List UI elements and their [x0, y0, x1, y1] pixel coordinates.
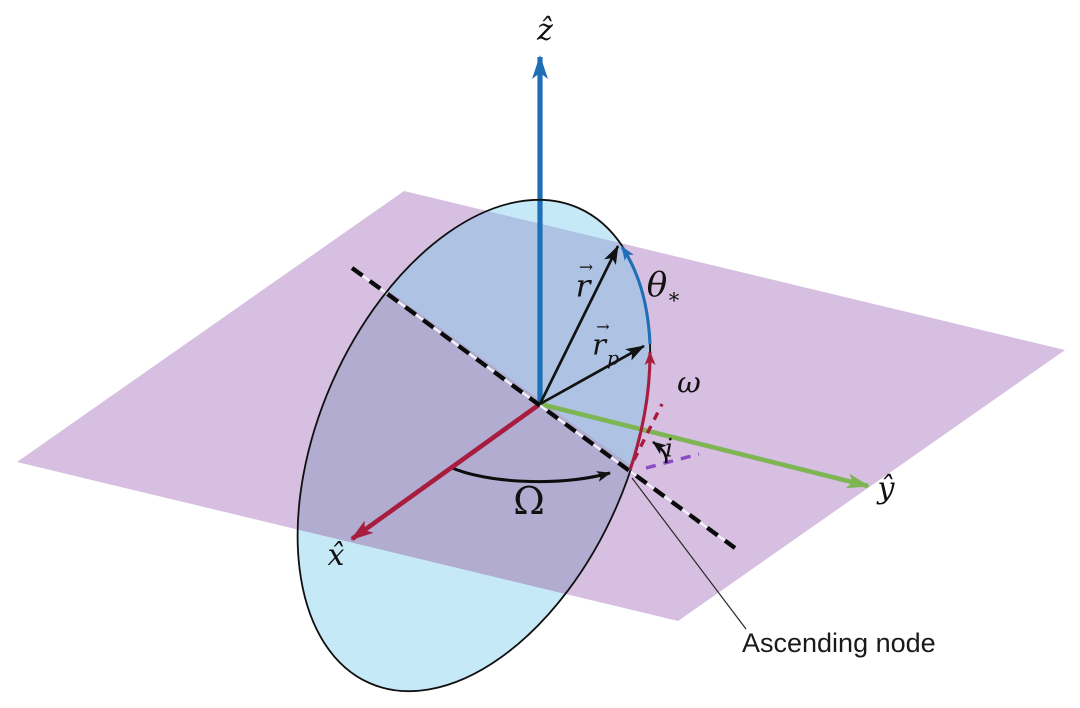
line-of-nodes-underlay [351, 267, 736, 549]
argument-of-periapsis-label: ω [677, 365, 701, 400]
r-vector-arrow [538, 245, 620, 405]
raan-label: Ω [513, 479, 545, 523]
ascending-node-label: Ascending node [742, 628, 936, 658]
inclination-orbit-dash [632, 403, 664, 461]
z-axis-label: ẑ [537, 13, 553, 48]
rp-vector-arrow [539, 344, 645, 406]
inclination-arc [652, 440, 668, 464]
raan-arc [449, 465, 611, 484]
r-vector-label: r [575, 268, 591, 305]
inclination-label: i [665, 433, 673, 463]
inclination-plane-dash [645, 452, 700, 470]
rp-vector-subscript: p [606, 347, 620, 370]
r-vector-overarrow: → [578, 257, 594, 278]
y-axis-arrow [539, 401, 870, 489]
orbit-ellipse-outline [296, 198, 652, 693]
x-axis-arrow [350, 402, 542, 541]
ascending-node-pointer-line [631, 477, 747, 630]
orbit-plane-fills [297, 199, 651, 692]
y-axis-label: ŷ [877, 471, 895, 506]
line-of-nodes [350, 266, 737, 550]
true-anomaly-subscript: ∗ [666, 284, 682, 309]
true-anomaly-arc [620, 246, 652, 345]
true-anomaly-label: θ [646, 265, 668, 305]
x-axis-label: x̂ [327, 538, 345, 573]
rp-vector-label: r [592, 327, 606, 362]
rp-vector-overarrow: → [596, 317, 610, 336]
